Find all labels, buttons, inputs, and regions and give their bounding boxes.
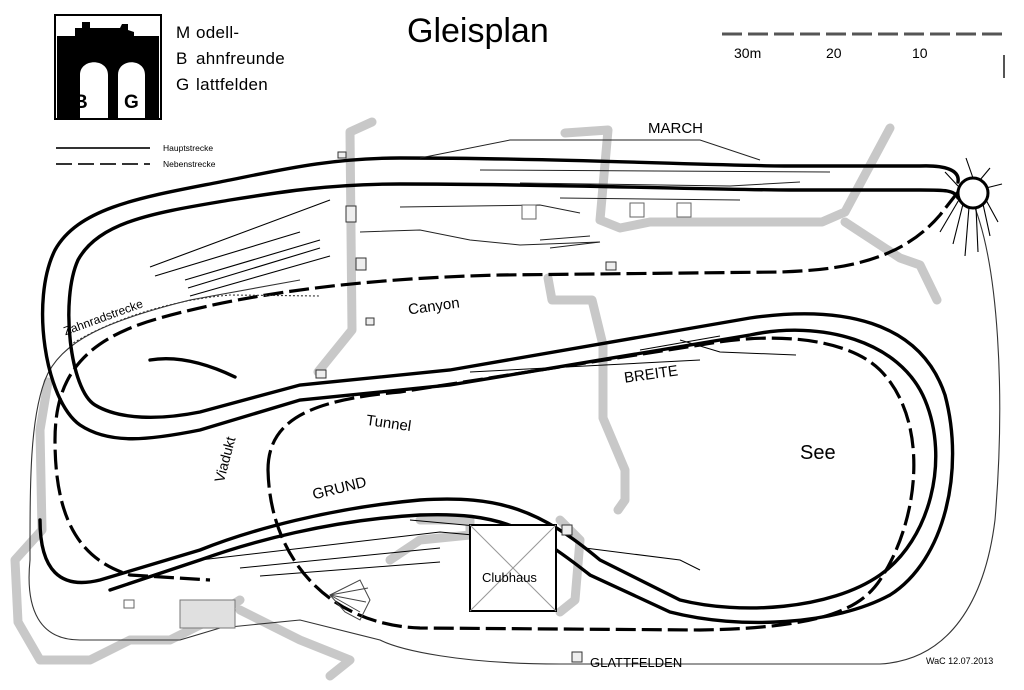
glattfelden-siding-3 — [259, 561, 441, 577]
scale-label-20: 20 — [826, 45, 842, 61]
scale-bar — [722, 32, 1005, 78]
legend-branch-line: Nebenstrecke — [163, 159, 216, 169]
building-march-2 — [629, 202, 645, 218]
buildings — [123, 202, 692, 629]
canyon-track — [359, 229, 601, 246]
terrain-ridge-north — [313, 117, 377, 377]
turntable-east — [939, 157, 1003, 257]
march-siding-6 — [539, 235, 591, 241]
glattfelden-siding-4 — [584, 547, 701, 571]
legend-main-line: Hauptstrecke — [163, 143, 214, 153]
march-siding-3 — [519, 181, 801, 187]
branch-line-outer — [53, 191, 960, 582]
place-see: See — [800, 442, 836, 464]
march-siding-2 — [479, 169, 831, 173]
march-siding-7 — [549, 241, 601, 249]
march-siding-1 — [419, 139, 761, 161]
place-march: MARCH — [648, 120, 703, 137]
scale-label-30m: 30m — [734, 45, 762, 61]
march-siding-4 — [559, 197, 741, 201]
station-tracks-glattfelden — [199, 519, 701, 577]
place-glattfelden: GLATTFELDEN — [590, 655, 683, 670]
terrain-central-spine — [543, 273, 630, 515]
roundhouse-south — [329, 579, 371, 621]
turntable-pit — [956, 176, 990, 210]
credit-line: WaC 12.07.2013 — [926, 656, 994, 666]
building-march-1 — [521, 204, 537, 220]
yard-west-track-2 — [154, 231, 301, 277]
terrain-south-bank — [235, 605, 355, 681]
main-line-spur-west — [148, 356, 237, 379]
main-line-outer-loop — [38, 156, 960, 610]
terrain-west-bank — [10, 377, 245, 665]
logo-letter-g: G — [124, 92, 139, 113]
zahnradstrecke-track — [69, 294, 321, 346]
clubhouse — [469, 524, 557, 612]
breite-siding-1 — [679, 339, 797, 356]
bridge-markers — [315, 151, 617, 663]
yard-west-track-3 — [184, 239, 321, 281]
yard-west-track-1 — [149, 199, 331, 268]
branch-line-south — [266, 336, 916, 632]
yard-west-track-5 — [189, 255, 331, 297]
shed-glattfelden — [179, 599, 236, 629]
terrain-march-area — [560, 123, 895, 233]
logo-letter-b: B — [74, 92, 88, 113]
branch-thin-outer — [28, 195, 1001, 665]
breite-sidings — [469, 335, 797, 373]
scale-label-10: 10 — [912, 45, 928, 61]
glattfelden-siding-2 — [239, 547, 441, 569]
terrain-features — [10, 117, 942, 681]
terrain-clubhouse-area — [385, 515, 475, 565]
terrain-east-bank — [840, 217, 942, 305]
building-march-3 — [676, 202, 692, 218]
march-siding-5 — [399, 204, 581, 214]
station-tracks-march — [359, 139, 831, 249]
breite-siding-3 — [469, 359, 701, 373]
yard-west — [149, 199, 331, 297]
turntable-spokes — [939, 157, 1003, 257]
yard-west-track-4 — [187, 247, 321, 289]
roundhouse-fan — [329, 579, 371, 621]
logo-arches — [57, 44, 159, 119]
locomotive-icon — [75, 22, 134, 36]
place-clubhaus: Clubhaus — [482, 570, 537, 585]
club-logo — [54, 14, 162, 120]
map-title: Gleisplan — [407, 12, 549, 50]
breite-siding-2 — [639, 335, 721, 351]
building-west — [123, 599, 135, 609]
